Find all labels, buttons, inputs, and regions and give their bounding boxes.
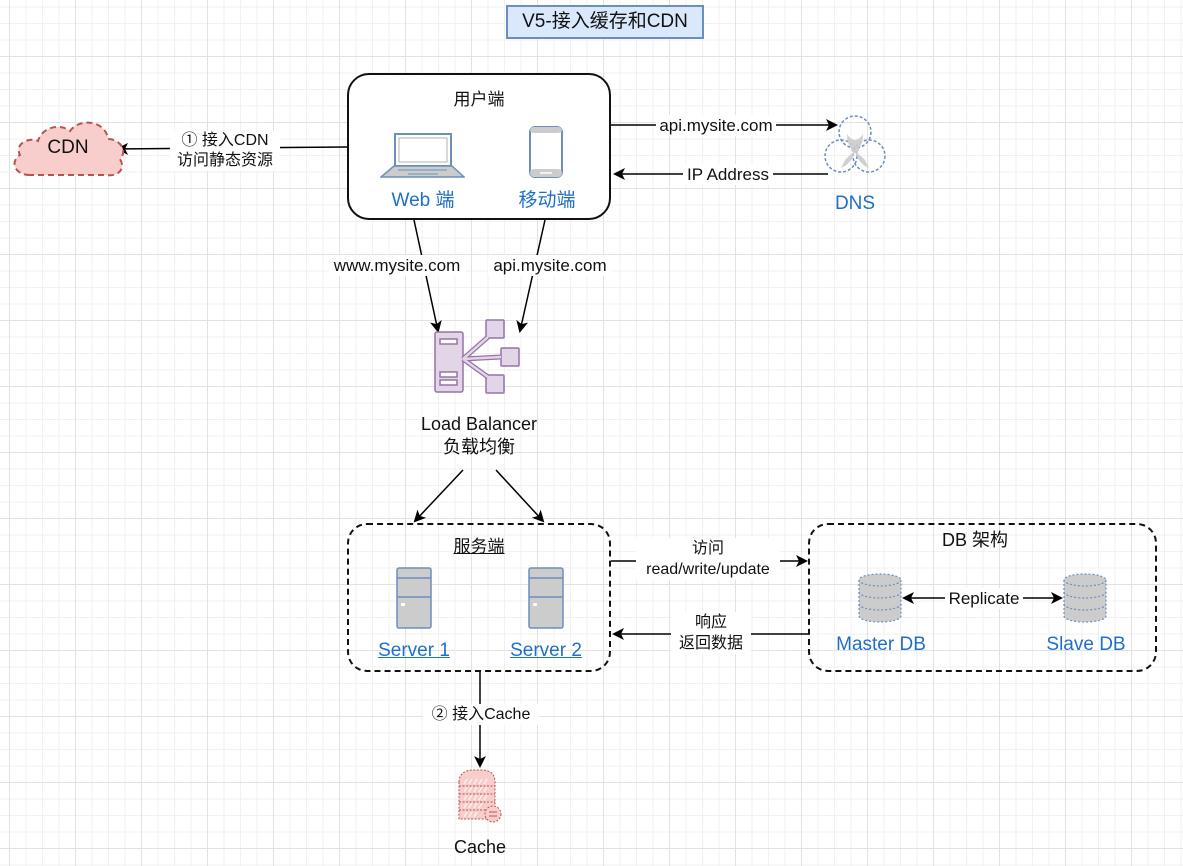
client-group[interactable] [347, 73, 611, 220]
cdn-edge-label-line1: ① 接入CDN [181, 132, 269, 149]
cloud-icon [13, 121, 125, 177]
db-group-title: DB 架构 [941, 530, 1008, 550]
load-balancer-label: Load Balancer 负载均衡 [399, 413, 559, 459]
db-request-label-line2: read/write/update [646, 561, 770, 578]
cache-icon[interactable] [457, 768, 503, 824]
server-2-link[interactable]: Server 2 [510, 640, 582, 661]
master-database-icon[interactable] [857, 572, 903, 624]
server-icon[interactable] [528, 567, 564, 629]
server-group-title: 服务端 [453, 537, 505, 556]
cdn-label: CDN [47, 137, 89, 158]
cache-label: Cache [453, 837, 507, 857]
load-balancer-label-line2: 负载均衡 [443, 437, 515, 457]
web-domain-label: www.mysite.com [328, 255, 466, 276]
dns-response-label: IP Address [683, 164, 773, 185]
api-domain-label: api.mysite.com [488, 255, 612, 276]
db-request-label-line1: 访问 [691, 540, 724, 557]
edge-lb-server2 [495, 469, 545, 523]
server-1-link[interactable]: Server 1 [378, 640, 450, 661]
mobile-client-label: 移动端 [518, 190, 576, 211]
load-balancer-label-line1: Load Balancer [420, 414, 538, 434]
master-db-label: Master DB [836, 634, 926, 655]
server-group[interactable] [347, 523, 611, 672]
db-response-label-line1: 响应 [694, 614, 727, 631]
server-icon[interactable] [396, 567, 432, 629]
load-balancer-icon[interactable] [434, 319, 520, 394]
cache-edge-label: ② 接入Cache [423, 704, 539, 725]
dns-label: DNS [834, 193, 876, 214]
web-client-label: Web 端 [391, 190, 455, 211]
db-response-label-line2: 返回数据 [678, 635, 743, 652]
cdn-node[interactable]: CDN [8, 117, 128, 181]
edge-lb-server1 [413, 469, 464, 523]
laptop-icon[interactable] [378, 133, 466, 178]
db-group[interactable] [808, 523, 1157, 672]
dns-icon[interactable] [823, 112, 887, 180]
cdn-edge-label: ① 接入CDN 访问静态资源 [170, 131, 280, 171]
mobile-phone-icon[interactable] [528, 125, 564, 179]
dns-request-label: api.mysite.com [656, 115, 776, 136]
replicate-label: Replicate [945, 588, 1023, 609]
slave-db-label: Slave DB [1046, 634, 1126, 655]
db-response-label: 响应 返回数据 [671, 612, 751, 654]
diagram-title[interactable]: V5-接入缓存和CDN [506, 5, 704, 39]
client-title: 用户端 [453, 90, 505, 109]
slave-database-icon[interactable] [1062, 572, 1108, 624]
db-request-label: 访问 read/write/update [636, 538, 780, 580]
cdn-edge-label-line2: 访问静态资源 [176, 152, 273, 169]
